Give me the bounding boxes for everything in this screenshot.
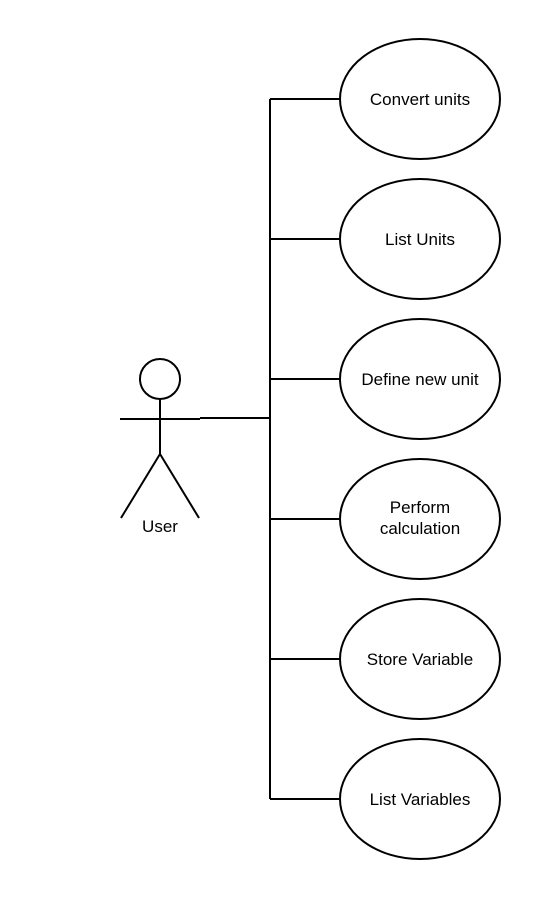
- use-case-store-variable: Store Variable: [339, 598, 501, 720]
- use-case-ellipse: [339, 738, 501, 860]
- use-case-convert-units: Convert units: [339, 38, 501, 160]
- use-case-label: Define new unit: [361, 370, 478, 389]
- use-case-perform-calculation: Perform calculation: [339, 458, 501, 580]
- actor-right-leg: [159, 453, 200, 519]
- use-case-ellipse: [339, 318, 501, 440]
- actor-head: [139, 358, 181, 400]
- use-case-ellipse: [339, 458, 501, 580]
- use-case-label-line-2: calculation: [380, 519, 460, 538]
- actor-left-leg: [120, 453, 161, 519]
- use-case-ellipse: [339, 598, 501, 720]
- use-case-label: List Units: [385, 230, 455, 249]
- stick-figure-icon: [120, 358, 200, 519]
- connectors: [200, 98, 340, 800]
- actor-user: User: [120, 358, 200, 536]
- use-case-label: Store Variable: [367, 650, 473, 669]
- use-case-ellipse: [339, 38, 501, 160]
- use-case-label-line-1: Perform: [390, 498, 450, 517]
- use-case-list-units: List Units: [339, 178, 501, 300]
- use-case-define-new-unit: Define new unit: [339, 318, 501, 440]
- use-case-label: List Variables: [370, 790, 471, 809]
- use-case-ellipse: [339, 178, 501, 300]
- actor-label: User: [142, 517, 178, 536]
- use-case-label: Convert units: [370, 90, 470, 109]
- use-case-list-variables: List Variables: [339, 738, 501, 860]
